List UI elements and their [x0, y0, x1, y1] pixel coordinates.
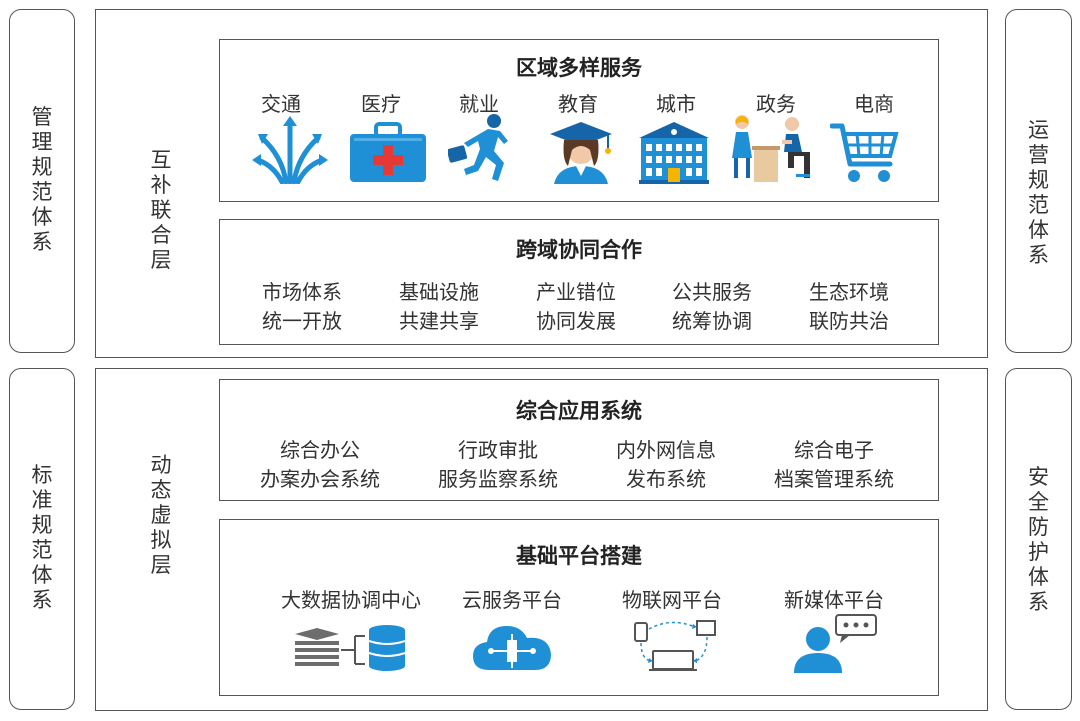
platform-label-big-data: 大数据协调中心	[281, 588, 421, 612]
shopping-cart-icon	[830, 123, 899, 182]
new-media-user-icon	[794, 614, 877, 673]
pill-label-operation: 运 营 规 范 体 系	[1028, 118, 1049, 267]
medical-kit-icon	[350, 122, 426, 182]
iot-network-icon	[634, 620, 716, 671]
left-pill-management: 管 理 规 范 体 系	[9, 9, 75, 353]
cross-domain-item-market: 市场体系 统一开放	[262, 280, 342, 333]
right-pill-operation: 运 营 规 范 体 系	[1005, 9, 1072, 353]
app-item-approval: 行政审批 服务监察系统	[438, 438, 558, 491]
service-label-medical: 医疗	[361, 92, 401, 116]
cross-domain-item-industry: 产业错位 协同发展	[536, 280, 616, 333]
right-pill-security: 安 全 防 护 体 系	[1005, 368, 1072, 710]
pill-label-security: 安 全 防 护 体 系	[1028, 465, 1049, 614]
cross-domain-item-ecology: 生态环境 联防共治	[809, 280, 889, 333]
service-label-ecommerce: 电商	[854, 92, 894, 116]
app-item-publishing: 内外网信息 发布系统	[616, 438, 716, 491]
service-label-employment: 就业	[459, 92, 499, 116]
road-arrows-icon	[252, 116, 328, 184]
integrated-apps-title: 综合应用系统	[516, 399, 642, 423]
left-pill-standard: 标 准 规 范 体 系	[9, 368, 75, 710]
cross-domain-item-public-service: 公共服务 统筹协调	[672, 280, 752, 333]
service-label-government: 政务	[756, 92, 796, 116]
pill-label-standard: 标 准 规 范 体 系	[31, 463, 53, 612]
big-data-icon	[295, 625, 406, 671]
regional-services-title: 区域多样服务	[516, 56, 642, 80]
running-businessman-icon	[448, 114, 508, 181]
platform-label-new-media: 新媒体平台	[784, 588, 884, 612]
cross-domain-title: 跨域协同合作	[516, 238, 642, 262]
integrated-apps-box: 综合应用系统	[219, 379, 939, 501]
service-label-city: 城市	[656, 92, 696, 116]
graduate-icon	[550, 122, 612, 184]
service-label-education: 教育	[558, 92, 598, 116]
layer-label-dynamic-virtual: 动 态 虚 拟 层	[150, 453, 172, 577]
cross-domain-box: 跨域协同合作	[219, 219, 939, 345]
infrastructure-title: 基础平台搭建	[516, 544, 642, 568]
layer-label-complementary: 互 补 联 合 层	[150, 148, 172, 272]
platform-label-cloud: 云服务平台	[462, 588, 562, 612]
app-item-archive: 综合电子 档案管理系统	[774, 438, 894, 491]
city-building-icon	[639, 122, 709, 184]
service-label-traffic: 交通	[261, 92, 301, 116]
cross-domain-item-infrastructure: 基础设施 共建共享	[399, 280, 479, 333]
service-desk-icon	[732, 115, 810, 182]
app-item-office: 综合办公 办案办会系统	[260, 438, 380, 491]
pill-label-management: 管 理 规 范 体 系	[31, 105, 53, 254]
cloud-icon	[473, 626, 551, 670]
platform-label-iot: 物联网平台	[622, 588, 722, 612]
infrastructure-box: 基础平台搭建	[219, 519, 939, 696]
